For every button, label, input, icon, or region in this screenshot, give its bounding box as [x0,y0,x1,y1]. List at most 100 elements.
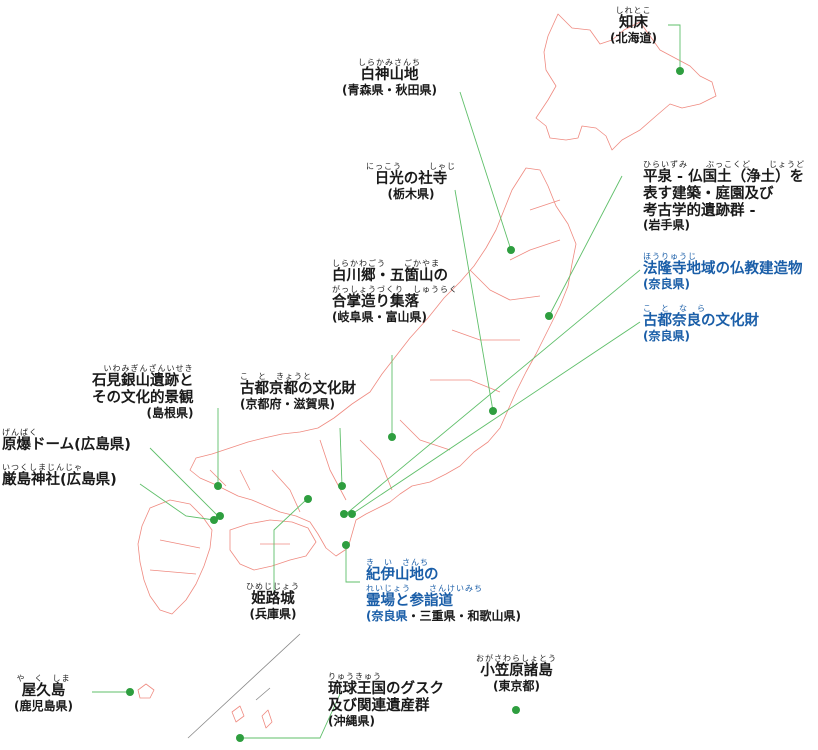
marker-itsukushima [210,516,218,524]
site-name-line1: 白川郷・五箇山の [332,268,448,285]
marker-ogasawara [512,706,520,714]
ruby: にっこう しゃじ [366,162,456,171]
ruby: こ と きょうと [240,372,312,381]
ruby: おがさわらしょとう [476,654,557,663]
ruby: こ と な ら [643,304,706,313]
leader-nikko [454,189,494,412]
site-name: 厳島神社(広島県) [2,472,117,489]
site-name: 古都京都の文化財 [240,381,356,398]
label-yakushima: や く しま 屋久島 (鹿児島県) [14,674,73,714]
ruby: や く しま [16,674,71,683]
site-name: 法隆寺地域の仏教建造物 [643,261,803,278]
label-ryukyu: りゅうきゅう 琉球王国のグスク 及び関連遺産群 (沖縄県) [328,672,444,728]
prefecture: (島根県) [146,405,194,420]
marker-kii [342,541,350,549]
label-kyoto: こ と きょうと 古都京都の文化財 (京都府・滋賀県) [240,372,356,412]
prefecture: (岐阜県・富山県) [332,309,427,324]
site-name: 白神山地 [360,67,419,84]
site-name: 小笠原諸島 [480,663,553,680]
marker-yakushima [126,688,134,696]
ruby: しらかみさんち [357,58,421,67]
site-name-line2: 合掌造り集落 [332,294,419,311]
site-name: 日光の社寺 [374,171,448,188]
ruby: いつくしまじんじゃ [2,463,83,472]
ruby: ひめじじょう [246,582,300,591]
prefecture: (岩手県) [643,218,690,233]
ruby-1: しらかわごう ごかやま [332,259,440,268]
leader-hiraizumi [548,175,623,317]
leader-lines [92,24,681,739]
prefecture: (青森県・秋田県) [342,82,437,97]
site-name: 原爆ドーム(広島県) [2,437,131,454]
ruby: ほうりゅうじ [643,252,697,261]
inset-divider-short [255,687,271,701]
label-shiretoko: しれとこ 知床 (北海道) [610,6,657,46]
site-markers [126,67,684,742]
inset-divider [187,633,301,739]
marker-nikko [489,407,497,415]
marker-genbaku [216,512,224,520]
marker-ryukyu [236,734,244,742]
prefecture: (鹿児島県) [14,698,73,713]
marker-shirakawago [388,433,396,441]
label-nikko: にっこう しゃじ 日光の社寺 (栃木県) [366,162,456,202]
site-name-line2: 及び関連遺産群 [328,697,430,714]
ruby-2: がっしょうづくり しゅうらく [332,284,458,294]
label-horyuji: ほうりゅうじ 法隆寺地域の仏教建造物 (奈良県) [643,252,803,292]
ruby-2: れいじょう さんけいみち [366,583,483,593]
leader-himeji [273,499,307,594]
prefecture: (東京都) [493,678,540,693]
prefecture: (奈良県・三重県・和歌山県) [366,608,522,624]
label-himeji: ひめじじょう 姫路城 (兵庫県) [246,582,300,622]
leader-ryukyu [240,693,341,739]
site-name: 知床 [618,15,648,32]
ruby: ひらいずみ ぶっこくど じょうど [643,160,805,169]
marker-iwami [214,482,222,490]
leader-shirakami [459,91,512,251]
site-name: 姫路城 [251,591,295,608]
prefecture: (京都府・滋賀県) [240,396,335,411]
site-name-line1: 紀伊山地の [366,567,439,584]
label-shirakami: しらかみさんち 白神山地 (青森県・秋田県) [342,58,437,98]
leader-nara [351,321,641,515]
prefecture: (兵庫県) [249,606,297,621]
marker-hiraizumi [545,312,553,320]
site-name-line2: 表す建築・庭園及び [643,185,774,202]
ruby: りゅうきゅう [328,672,382,681]
label-ogasawara: おがさわらしょとう 小笠原諸島 (東京都) [476,654,557,694]
site-name-line1: 琉球王国のグスク [328,681,444,698]
prefecture: (沖縄県) [328,713,375,728]
label-nara: こ と な ら 古都奈良の文化財 (奈良県) [643,304,759,344]
marker-shiretoko [676,67,684,75]
label-itsukushima: いつくしまじんじゃ 厳島神社(広島県) [2,463,117,489]
leader-kyoto [339,427,343,487]
site-name: 古都奈良の文化財 [643,313,759,330]
marker-kyoto [338,482,346,490]
marker-horyuji [340,510,348,518]
label-genbaku: げんばく 原爆ドーム(広島県) [2,428,131,454]
site-name-line1: 平泉 - 仏国土（浄土）を [643,169,805,186]
leader-horyuji [345,269,641,515]
leader-genbaku [149,447,219,517]
label-kii: き い さんち 紀伊山地の れいじょう さんけいみち 霊場と参詣道 (奈良県・三… [366,558,521,624]
ruby: しれとこ [615,6,652,15]
site-name-line2: その文化的景観 [92,389,194,406]
leader-shiretoko [668,24,681,71]
leader-kii [345,546,360,583]
label-iwami: いわみぎんざんいせき 石見銀山遺跡と その文化的景観 (島根県) [92,364,194,420]
prefecture-rest: ・三重県・和歌山県) [407,608,522,623]
ruby: いわみぎんざんいせき [103,364,194,373]
marker-himeji [304,495,312,503]
ruby: げんばく [2,428,38,437]
prefecture: (奈良県) [643,328,690,343]
label-shirakawago: しらかわごう ごかやま 白川郷・五箇山の がっしょうづくり しゅうらく 合掌造り… [332,259,458,325]
marker-nara [348,510,356,518]
prefecture: (栃木県) [387,186,435,201]
ruby-1: き い さんち [366,558,429,567]
prefecture-blue: (奈良県 [366,608,408,623]
site-name-line2: 霊場と参詣道 [366,593,453,610]
label-hiraizumi: ひらいずみ ぶっこくど じょうど 平泉 - 仏国土（浄土）を 表す建築・庭園及び… [643,160,805,233]
prefecture: (奈良県) [643,276,690,291]
leader-itsukushima [139,483,215,521]
